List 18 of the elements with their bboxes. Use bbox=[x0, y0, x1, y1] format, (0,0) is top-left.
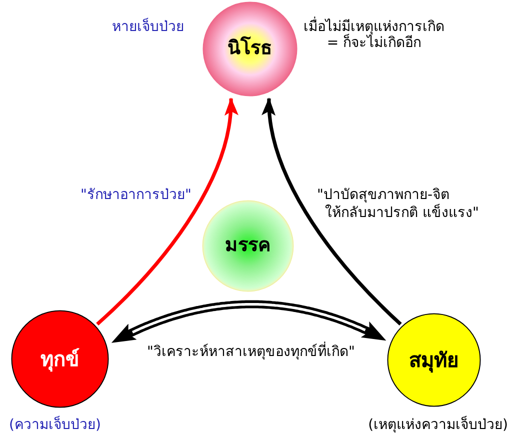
stage-circle bbox=[11, 310, 109, 408]
double-headed-arrow bbox=[111, 300, 386, 343]
caption-text: เมื่อไม่มีเหตุแห่งการเกิด = ก็จะไม่เกิดอีก bbox=[298, 19, 450, 51]
stage-circle bbox=[387, 313, 481, 407]
caption-text: (ความเจ็บป่วย) bbox=[9, 416, 102, 434]
caption-text: หายเจ็บป่วย bbox=[111, 18, 184, 36]
edge-label: "ปาบัดสุขภาพกาย-จิต ให้กลับมาปรกติ แข็งแรง" bbox=[317, 186, 480, 222]
edge-label: "รักษาอาการป่วย" bbox=[80, 186, 192, 204]
curved-arrow bbox=[96, 98, 238, 326]
edge-label: "วิเคราะห์หาสาเหตุของทุกข์ที่เกิด" bbox=[131, 343, 371, 361]
curved-arrow bbox=[262, 98, 402, 326]
node-label: นิโรธ bbox=[228, 37, 272, 61]
node-label: มรรค bbox=[225, 234, 271, 258]
node-label: สมุทัย bbox=[409, 348, 459, 372]
stage-circle bbox=[202, 200, 294, 292]
node-label: ทุกข์ bbox=[40, 346, 80, 372]
stage-circle bbox=[202, 1, 298, 97]
caption-text: (เหตุแห่งความเจ็บป่วย) bbox=[367, 416, 508, 434]
